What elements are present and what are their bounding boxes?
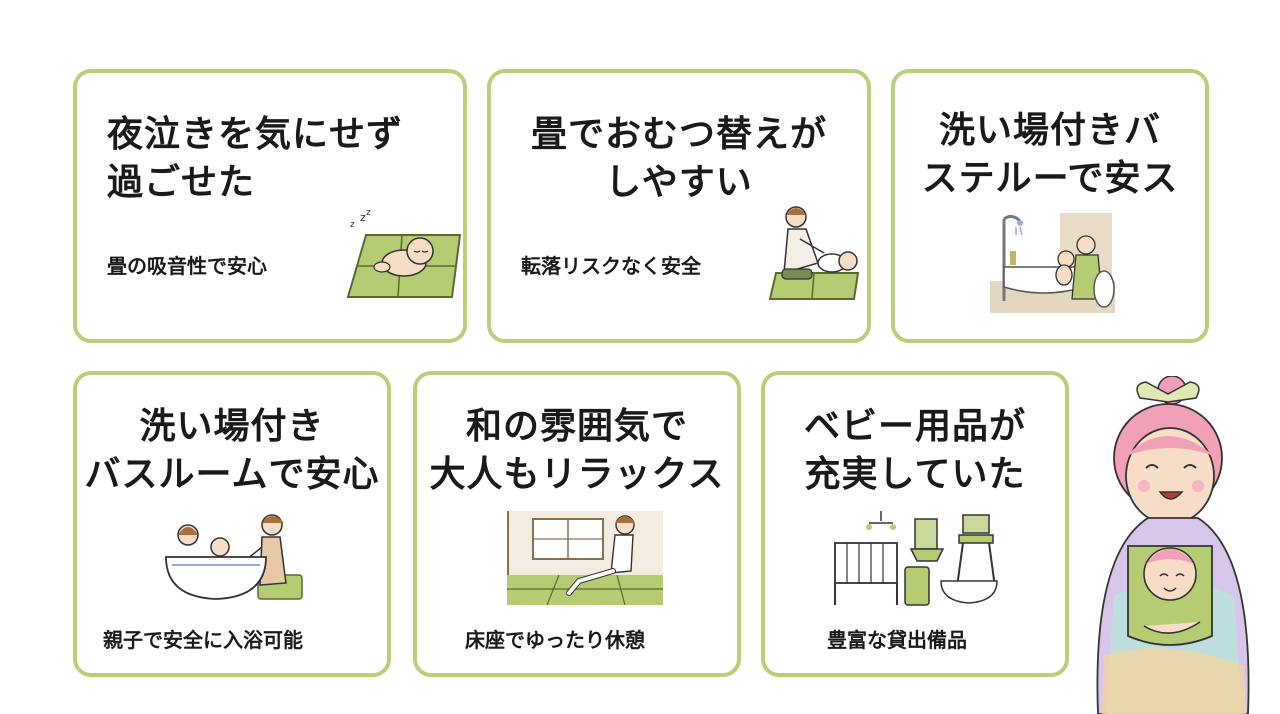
- card-bathroom: 洗い場付きバ ステルーで安ス: [891, 69, 1209, 343]
- card-title: 洗い場付きバ ステルーで安ス: [921, 110, 1179, 199]
- card-caption: 転落リスクなく安全: [521, 254, 701, 278]
- card-japanese-room: 和の雰囲気で 大人もリラックス 床座でゆったり休憩: [413, 371, 741, 677]
- sleeping-baby-on-tatami-icon: z z z: [342, 205, 462, 305]
- card-title: ベビー用品が 充実していた: [803, 406, 1026, 495]
- mother-in-kimono-with-baby-icon: [1084, 376, 1264, 714]
- card-caption: 畳の吸音性で安心: [107, 254, 267, 278]
- card-title: 和の雰囲気で 大人もリラックス: [429, 406, 725, 495]
- card-title: 夜泣きを気にせず 過ごせた: [107, 114, 404, 203]
- card-baby-goods: ベビー用品が 充実していた 豊富な貸出備品: [761, 371, 1069, 677]
- card-caption: 床座でゆったり休憩: [465, 628, 645, 652]
- card-diaper-change: 畳でおむつ替えが しやすい 転落リスクなく安全: [487, 69, 871, 343]
- baby-goods-icon: [831, 509, 1007, 609]
- card-title: 洗い場付き バスルームで安心: [84, 406, 380, 495]
- japanese-room-relax-icon: [507, 511, 663, 605]
- card-night-crying: 夜泣きを気にせず 過ごせた 畳の吸音性で安心 z z z: [73, 69, 467, 343]
- baby-bath-icon: [162, 513, 307, 608]
- card-bathroom-safe: 洗い場付き バスルームで安心 親子で安全に入浴可能: [73, 371, 391, 677]
- svg-text:z: z: [366, 208, 371, 218]
- card-title: 畳でおむつ替えが しやすい: [530, 114, 827, 203]
- card-caption: 豊富な貸出備品: [827, 628, 967, 652]
- svg-text:z: z: [360, 211, 366, 224]
- diaper-change-icon: [766, 203, 861, 303]
- bathroom-shower-icon: [990, 211, 1115, 317]
- card-caption: 親子で安全に入浴可能: [103, 628, 303, 652]
- svg-text:z: z: [350, 220, 355, 230]
